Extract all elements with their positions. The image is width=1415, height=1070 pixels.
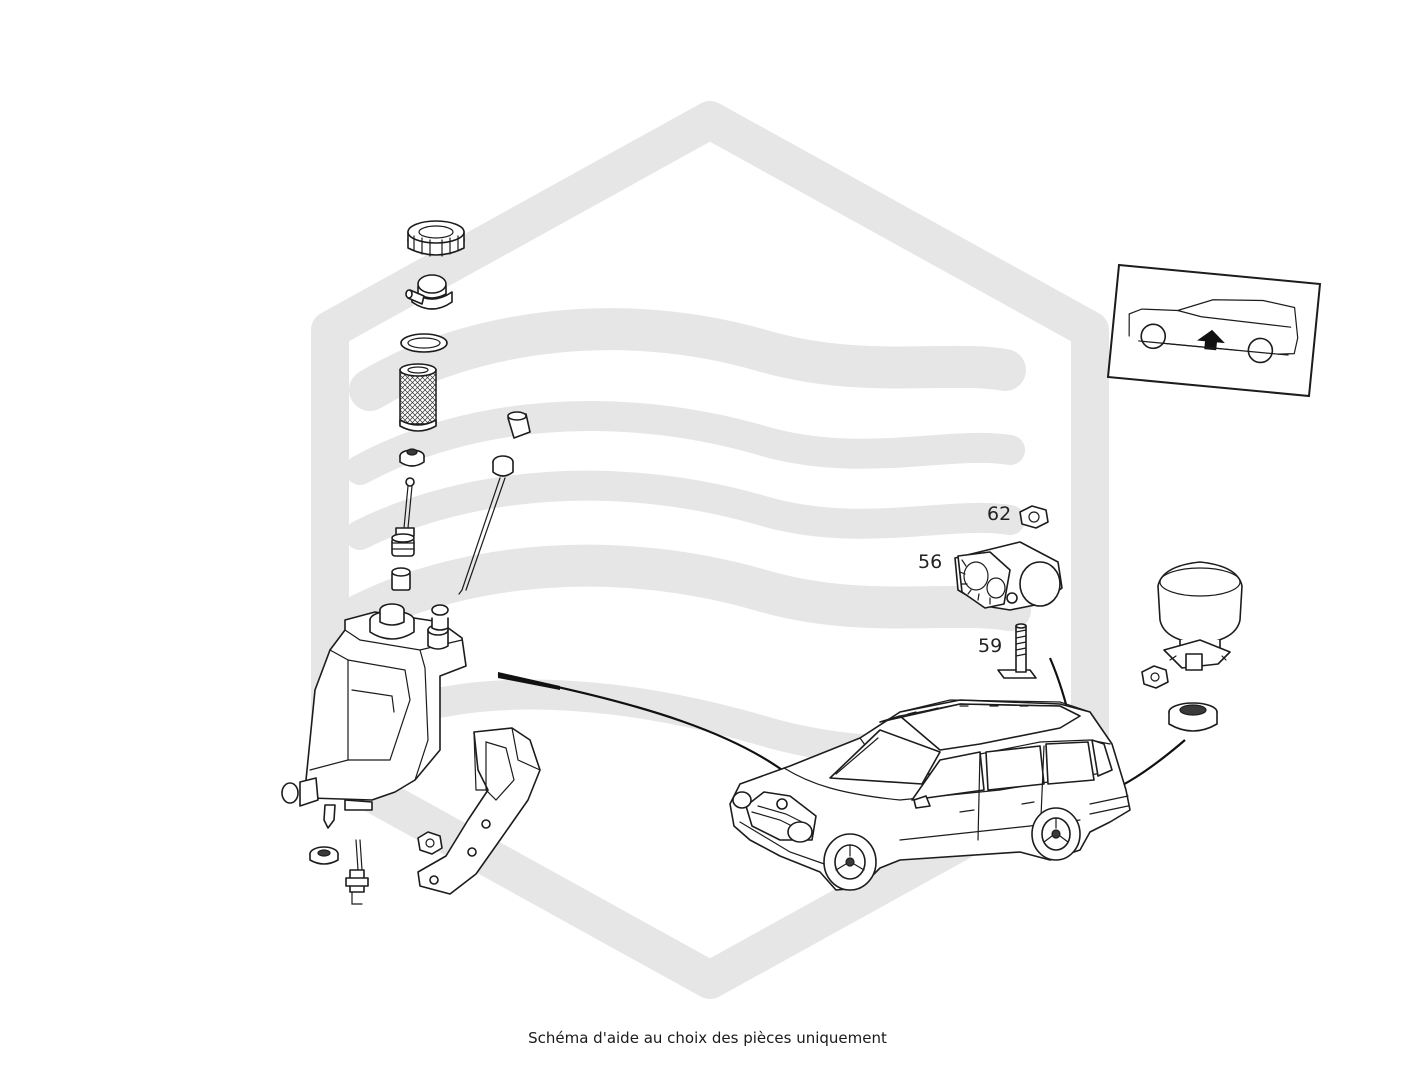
hex-nut-right-part — [1141, 665, 1169, 689]
actuator-56-part — [954, 541, 1063, 611]
car-side-arrow-icon — [1128, 299, 1299, 364]
damper-ring-part — [1168, 702, 1218, 732]
estate-car-drawing — [729, 699, 1131, 891]
rubber-mount-part — [399, 448, 425, 467]
bolt-59-part — [997, 623, 1037, 679]
spring-part — [391, 533, 415, 557]
reservoir-part — [281, 603, 467, 829]
diagram-caption: Schéma d'aide au choix des pièces unique… — [528, 1029, 887, 1047]
dipstick-part — [458, 455, 514, 595]
dipstick-grommet-part — [507, 411, 531, 439]
cap-ring-part — [407, 220, 465, 257]
level-sensor-part — [345, 839, 369, 905]
callout-56: 56 — [918, 551, 942, 573]
filter-element-part — [399, 363, 437, 432]
pressure-accumulator-part — [1157, 561, 1243, 671]
valve-rod-part — [395, 477, 415, 537]
filler-cap-part — [405, 274, 453, 310]
callout-59: 59 — [978, 635, 1002, 657]
hex-nut-62-part — [1019, 505, 1049, 529]
location-inset — [1106, 263, 1322, 398]
grommet-small-part — [309, 846, 339, 865]
callout-62: 62 — [987, 503, 1011, 525]
sleeve-part — [391, 567, 411, 591]
seal-ring-part — [400, 333, 448, 353]
hex-nut-left-part — [417, 831, 443, 855]
bracket-part — [417, 727, 541, 895]
